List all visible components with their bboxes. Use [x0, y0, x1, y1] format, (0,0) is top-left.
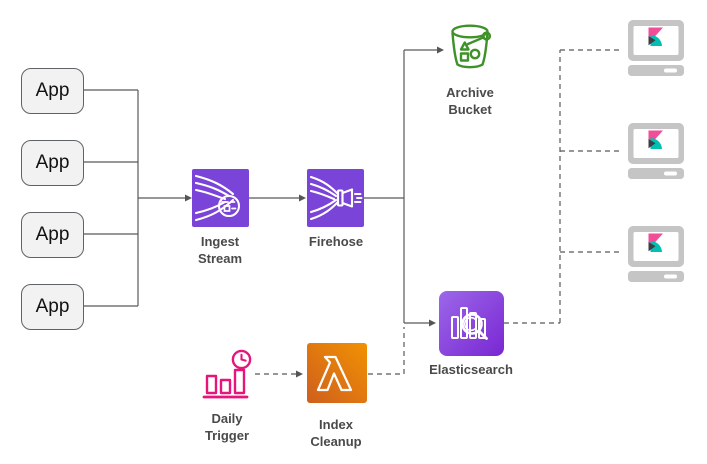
app-label: App: [35, 80, 70, 101]
lambda-icon: [307, 343, 367, 403]
app-source-box: App: [21, 212, 84, 258]
elasticsearch-label: Elasticsearch: [429, 362, 513, 377]
ingest-stream-label: Ingest Stream: [197, 234, 243, 266]
app-label: App: [35, 296, 70, 317]
elasticsearch-icon: [439, 291, 504, 356]
kinesis-firehose-icon: [307, 169, 364, 227]
kibana-workstation-icon: [628, 123, 684, 179]
s3-bucket-icon: [451, 24, 492, 69]
scheduled-event-icon: [202, 349, 252, 399]
kinesis-data-streams-icon: [192, 169, 249, 227]
app-source-box: App: [21, 68, 84, 114]
archive-bucket-label: Archive Bucket: [446, 85, 494, 117]
kibana-workstation-icon: [628, 20, 684, 76]
app-source-box: App: [21, 284, 84, 330]
kibana-workstation-icon: [628, 226, 684, 282]
index-cleanup-label: Index Cleanup: [310, 417, 362, 449]
daily-trigger-label: Daily Trigger: [204, 411, 250, 443]
app-label: App: [35, 224, 70, 245]
firehose-label: Firehose: [308, 234, 364, 249]
app-source-box: App: [21, 140, 84, 186]
app-label: App: [35, 152, 70, 173]
